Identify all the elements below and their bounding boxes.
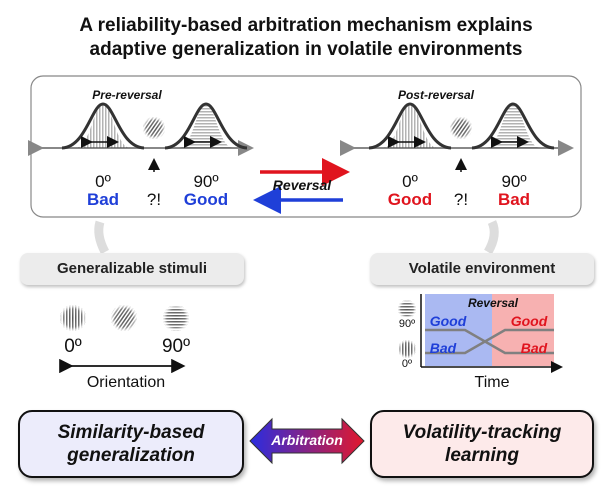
arbitration-label: Arbitration bbox=[271, 432, 343, 448]
left-connector bbox=[94, 220, 110, 255]
pre-middle-label: ?! bbox=[146, 190, 162, 209]
arbitration-arrow bbox=[249, 417, 365, 465]
orientation-axis-label: Orientation bbox=[86, 374, 166, 391]
pre-left-angle: 0º bbox=[95, 172, 111, 191]
grating-horizontal bbox=[163, 305, 189, 331]
pre-right-angle: 90º bbox=[193, 172, 219, 191]
similarity-generalization-box: Similarity-based generalization bbox=[18, 410, 244, 478]
grating-vertical bbox=[60, 305, 86, 331]
chart-good-left: Good bbox=[429, 313, 467, 329]
post-tuning-curve-right bbox=[471, 102, 555, 150]
post-right-value: Bad bbox=[497, 190, 531, 209]
chart-tick-90: 90º bbox=[398, 318, 416, 330]
volatile-environment-header: Volatile environment bbox=[370, 253, 594, 285]
post-middle-grating bbox=[450, 117, 472, 139]
title-line-2: adaptive generalization in volatile envi… bbox=[89, 39, 523, 60]
chart-tick-0: 0º bbox=[401, 358, 413, 370]
grating-oblique bbox=[111, 305, 137, 331]
reversal-label: Reversal bbox=[272, 177, 332, 193]
pre-tuning-curve-right bbox=[164, 102, 248, 150]
post-tuning-curve-left bbox=[368, 102, 452, 150]
pre-right-value: Good bbox=[183, 190, 229, 209]
chart-reversal-label: Reversal bbox=[467, 296, 519, 310]
volatility-learning-box: Volatility-tracking learning bbox=[370, 410, 594, 478]
title-line-1: A reliability-based arbitration mechanis… bbox=[79, 15, 533, 36]
generalizable-stimuli-header: Generalizable stimuli bbox=[20, 253, 244, 285]
chart-good-right: Good bbox=[510, 313, 548, 329]
pre-reversal-label: Pre-reversal bbox=[92, 88, 162, 102]
post-left-angle: 0º bbox=[402, 172, 418, 191]
chart-bad-right: Bad bbox=[520, 340, 548, 356]
post-middle-label: ?! bbox=[453, 190, 469, 209]
bad-to-good-line bbox=[425, 328, 554, 355]
post-right-angle: 90º bbox=[501, 172, 527, 191]
pre-left-value: Bad bbox=[86, 190, 120, 209]
time-axis-label: Time bbox=[474, 374, 510, 391]
grating-small-vertical bbox=[398, 340, 416, 358]
chart-bad-left: Bad bbox=[429, 340, 457, 356]
similarity-generalization-label: Similarity-based generalization bbox=[57, 422, 205, 466]
volatility-learning-label: Volatility-tracking learning bbox=[402, 422, 562, 466]
pre-tuning-curve-left bbox=[61, 102, 145, 150]
post-left-value: Good bbox=[387, 190, 433, 209]
orientation-90-label: 90º bbox=[161, 336, 191, 357]
pre-middle-grating bbox=[143, 117, 165, 139]
grating-small-horizontal bbox=[398, 300, 416, 318]
post-reversal-label: Post-reversal bbox=[397, 88, 475, 102]
orientation-0-label: 0º bbox=[64, 336, 82, 357]
right-connector bbox=[484, 220, 499, 255]
